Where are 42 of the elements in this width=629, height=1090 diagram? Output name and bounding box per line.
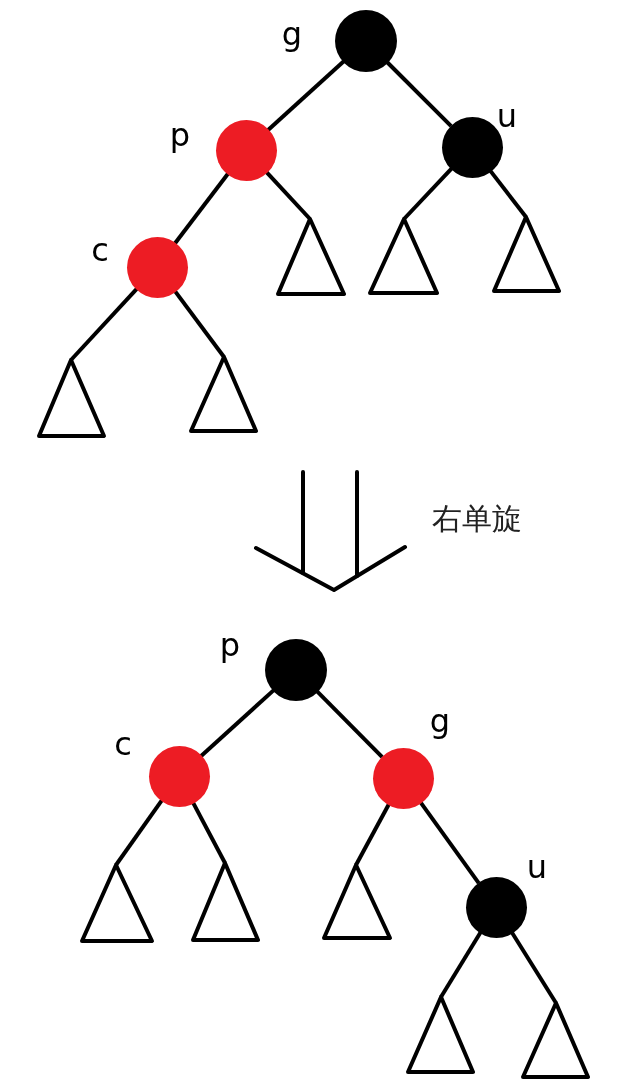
tree-edge <box>488 169 528 219</box>
tree-edge <box>114 798 164 867</box>
subtree-triangle <box>275 216 347 297</box>
tree-edge <box>418 800 481 885</box>
tree-node-circle <box>215 119 277 181</box>
tree-edge <box>402 167 454 221</box>
tree-node-circle <box>465 876 527 938</box>
tree-node-circle <box>126 236 188 298</box>
tree-edge <box>264 170 312 221</box>
subtree-triangle <box>405 994 476 1075</box>
tree-edge <box>315 689 384 759</box>
subtree-triangle <box>321 862 393 941</box>
node-label: c <box>91 234 109 266</box>
tree-edge <box>69 287 139 362</box>
tree-node-circle <box>265 639 327 701</box>
tree-node-circle <box>372 747 434 809</box>
node-label: p <box>219 629 241 661</box>
tree-edge <box>354 803 391 866</box>
subtree-triangle <box>36 357 107 439</box>
subtree-triangle <box>190 860 261 943</box>
node-label: g <box>429 705 451 737</box>
tree-edge <box>173 172 230 245</box>
node-label: p <box>169 119 191 151</box>
tree-edge <box>439 931 483 999</box>
tree-node-circle <box>335 10 397 72</box>
node-label: g <box>281 18 303 50</box>
node-label: c <box>114 728 132 760</box>
tree-edge <box>266 59 346 132</box>
rotation-label: 右单旋 <box>432 504 522 534</box>
subtree-triangle <box>367 216 440 296</box>
node-label: u <box>496 100 518 132</box>
subtree-triangle <box>491 214 562 294</box>
tree-edge <box>509 930 558 1005</box>
tree-edge <box>191 801 227 864</box>
tree-edge <box>199 688 276 758</box>
tree-node-circle <box>148 745 210 807</box>
tree-edge <box>385 60 453 128</box>
node-label: u <box>526 851 548 883</box>
subtree-triangle <box>520 1000 591 1080</box>
subtree-triangle <box>188 354 259 434</box>
tree-edge <box>173 289 226 359</box>
subtree-triangle <box>79 862 155 944</box>
